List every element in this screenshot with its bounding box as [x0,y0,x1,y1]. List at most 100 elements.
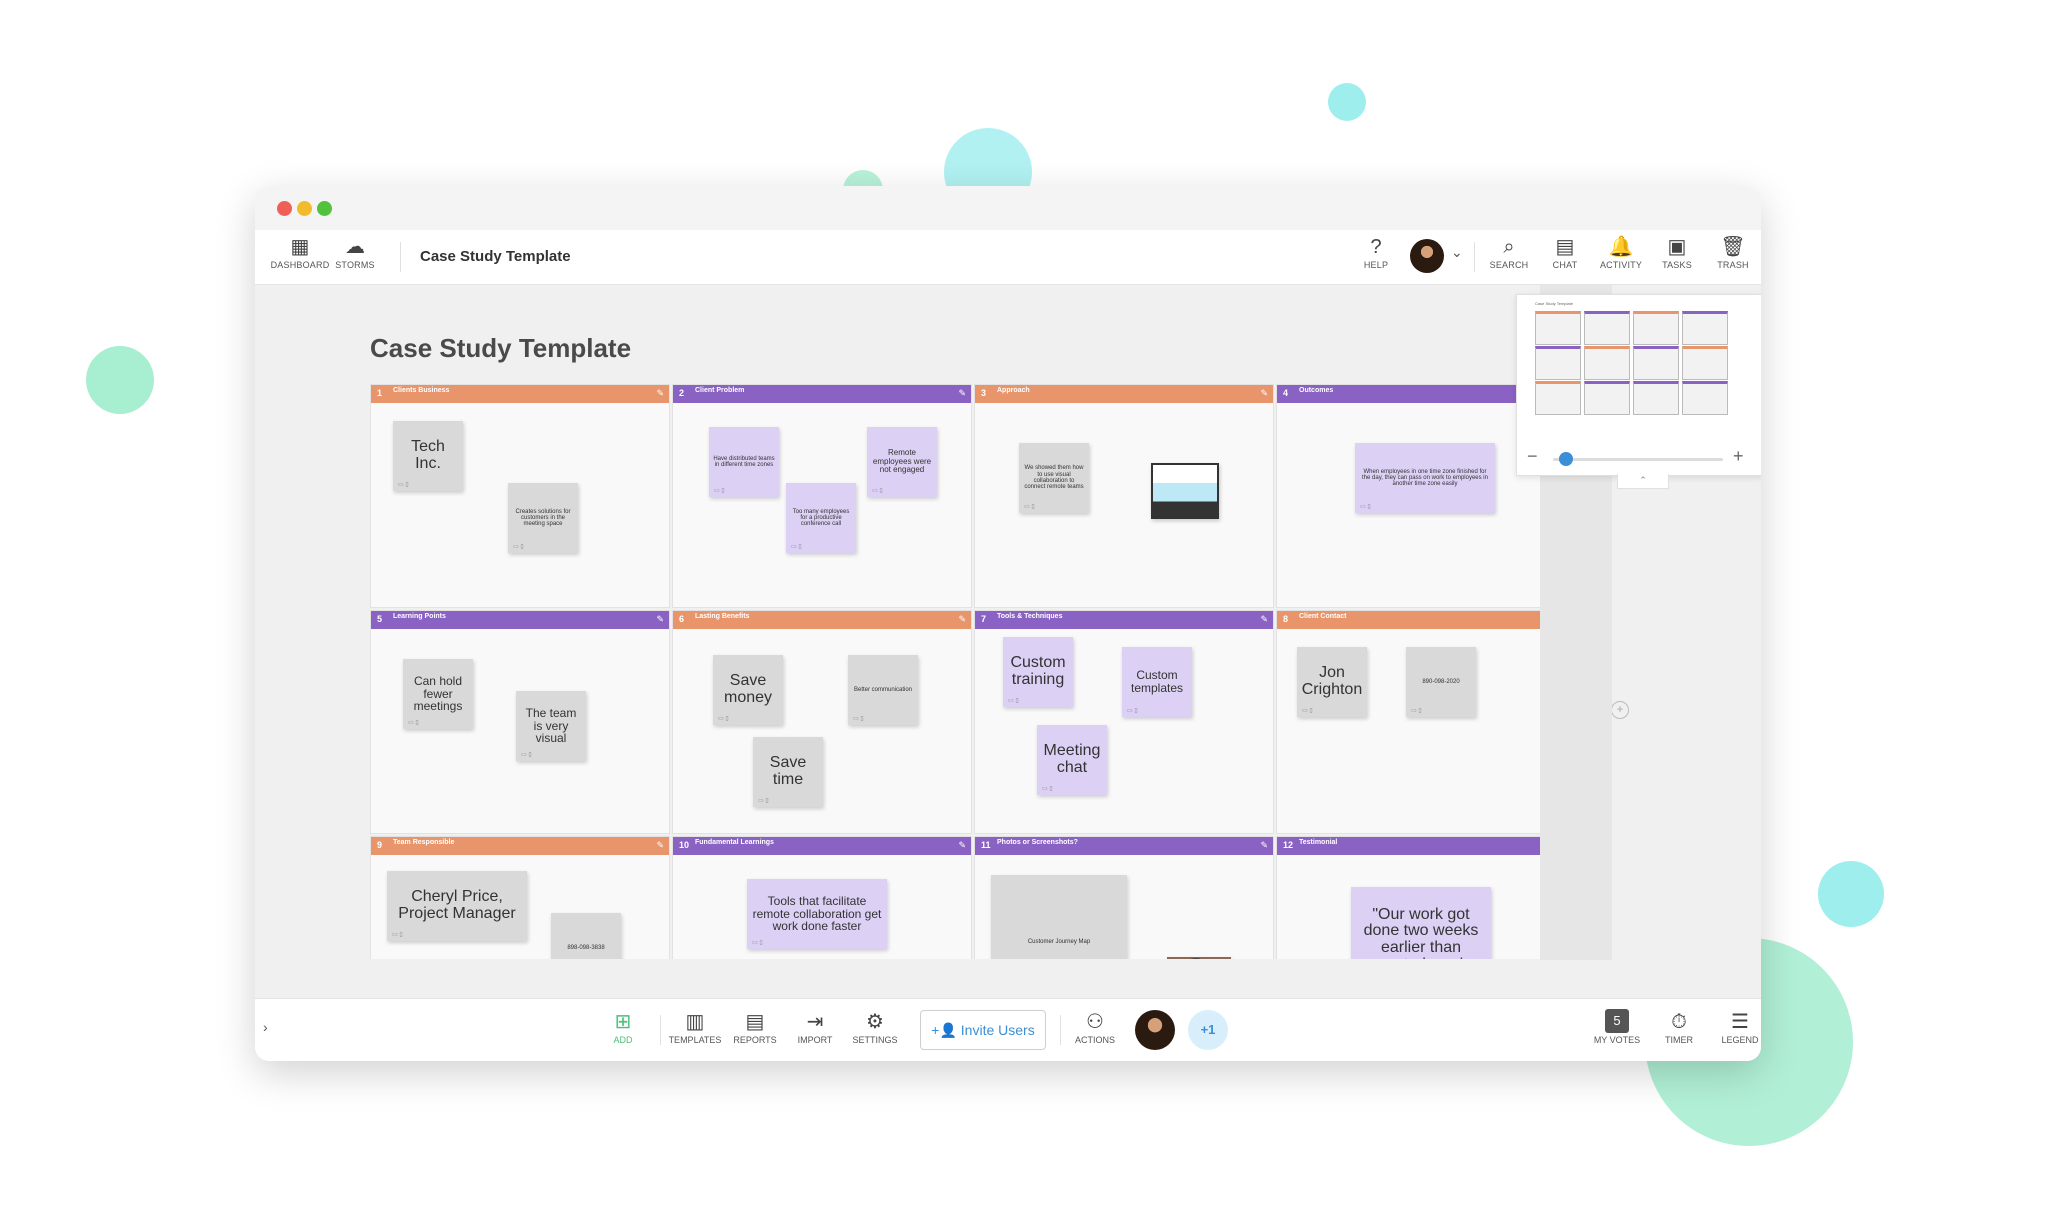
edit-icon[interactable]: ✎ [1260,614,1268,624]
import-button[interactable]: ⇥ IMPORT [785,1009,845,1055]
comment-icon[interactable]: ▭ ▯ [1127,707,1138,714]
comment-icon[interactable]: ▭ ▯ [718,715,729,722]
sticky-note[interactable]: Tools that facilitate remote collaborati… [747,879,887,949]
zoom-slider-track[interactable] [1553,458,1723,461]
sticky-note[interactable]: Custom training▭ ▯ [1003,637,1073,707]
section-number: 6 [679,614,685,624]
zoom-out-icon[interactable]: − [1527,446,1538,466]
sticky-note[interactable]: Meeting chat▭ ▯ [1037,725,1107,795]
sticky-note[interactable]: 890-098-2020▭ ▯ [1406,647,1476,717]
sticky-note[interactable]: The team is very visual▭ ▯ [516,691,586,761]
sticky-note[interactable]: Too many employees for a productive conf… [786,483,856,553]
sticky-note[interactable]: Save money▭ ▯ [713,655,783,725]
zoom-slider-handle[interactable] [1559,452,1573,466]
legend-button[interactable]: ☰ LEGEND [1710,1009,1761,1055]
sticky-note[interactable]: Save time▭ ▯ [753,737,823,807]
dashboard-button[interactable]: ▦ DASHBOARD [270,236,330,270]
zoom-in-icon[interactable]: + [1733,446,1744,466]
comment-icon[interactable]: ▭ ▯ [1024,503,1035,510]
help-button[interactable]: ? HELP [1346,234,1406,280]
comment-icon[interactable]: ▭ ▯ [398,481,409,488]
comment-icon[interactable]: ▭ ▯ [714,487,725,494]
comment-icon[interactable]: ▭ ▯ [1008,697,1019,704]
search-button[interactable]: ⌕ SEARCH [1479,234,1539,280]
sticky-note[interactable]: Remote employees were not engaged▭ ▯ [867,427,937,497]
chat-button[interactable]: ▤ CHAT [1535,234,1595,280]
comment-icon[interactable]: ▭ ▯ [1360,503,1371,510]
edit-icon[interactable]: ✎ [656,840,664,850]
minimize-window-button[interactable] [297,201,312,216]
comment-icon[interactable]: ▭ ▯ [408,719,419,726]
comment-icon[interactable]: ▭ ▯ [1302,707,1313,714]
sticky-note[interactable]: Jon Crighton▭ ▯ [1297,647,1367,717]
comment-icon[interactable]: ▭ ▯ [1411,707,1422,714]
edit-icon[interactable]: ✎ [1260,388,1268,398]
sticky-note[interactable]: We showed them how to use visual collabo… [1019,443,1089,513]
comment-icon[interactable]: ▭ ▯ [791,543,802,550]
sticky-note[interactable]: Tech Inc.▭ ▯ [393,421,463,491]
invite-users-button[interactable]: +👤 Invite Users [920,1010,1046,1050]
storms-button[interactable]: ☁ STORMS [325,234,385,280]
edit-icon[interactable]: ✎ [958,614,966,624]
sticky-note[interactable]: 898-098-3838▭ ▯ [551,913,621,959]
sticky-note[interactable]: Have distributed teams in different time… [709,427,779,497]
comment-icon[interactable]: ▭ ▯ [513,543,524,550]
edit-icon[interactable]: ✎ [1260,840,1268,850]
sticky-note[interactable]: Custom templates▭ ▯ [1122,647,1192,717]
edit-icon[interactable]: ✎ [656,388,664,398]
more-users-badge[interactable]: +1 [1188,1010,1228,1050]
comment-icon[interactable]: ▭ ▯ [758,797,769,804]
add-button[interactable]: ⊞ ADD [593,1009,653,1055]
user-avatar[interactable] [1410,239,1444,273]
sticky-note[interactable]: Cheryl Price, Project Manager▭ ▯ [387,871,527,941]
close-window-button[interactable] [277,201,292,216]
edit-icon[interactable]: ✎ [656,614,664,624]
timer-button[interactable]: ⏱ TIMER [1649,1009,1709,1055]
image-thumbnail[interactable] [1151,463,1219,519]
sticky-note[interactable]: Can hold fewer meetings▭ ▯ [403,659,473,729]
comment-icon[interactable]: ▭ ▯ [1042,785,1053,792]
trash-button[interactable]: 🗑 TRASH [1703,234,1761,280]
settings-button[interactable]: ⚙ SETTINGS [845,1009,905,1055]
add-section-icon[interactable]: + [1611,701,1629,719]
minimap-tile [1682,381,1728,415]
edit-icon[interactable]: ✎ [958,840,966,850]
maximize-window-button[interactable] [317,201,332,216]
sticky-note[interactable]: Customer Journey Map▭ ▯ [991,875,1127,959]
sticky-note[interactable]: Creates solutions for customers in the m… [508,483,578,553]
comment-icon[interactable]: ▭ ▯ [872,487,883,494]
sticky-note[interactable]: Better communication▭ ▯ [848,655,918,725]
actions-button[interactable]: ⚇ ACTIONS [1065,1009,1125,1055]
comment-icon[interactable]: ▭ ▯ [853,715,864,722]
comment-icon[interactable]: ▭ ▯ [521,751,532,758]
edit-icon[interactable]: ✎ [958,388,966,398]
chevron-down-icon[interactable]: ⌄ [1451,244,1463,260]
sticky-note[interactable]: When employees in one time zone finished… [1355,443,1495,513]
minimap-collapse-tab[interactable]: ⌃ [1617,474,1669,489]
comment-icon[interactable]: ▭ ▯ [752,939,763,946]
section-name: Fundamental Learnings [695,839,774,846]
my-votes-button[interactable]: 5 MY VOTES [1587,1009,1647,1055]
tasks-button[interactable]: ▣ TASKS [1647,234,1707,280]
reports-button[interactable]: ▤ REPORTS [725,1009,785,1055]
collaborator-avatar[interactable] [1135,1010,1175,1050]
sticky-note[interactable]: "Our work got done two weeks earlier tha… [1351,887,1491,959]
activity-button[interactable]: 🔔 ACTIVITY [1591,234,1651,280]
expand-sidebar-icon[interactable]: › [263,1019,268,1035]
templates-button[interactable]: ▥ TEMPLATES [665,1009,725,1055]
photo-thumbnail[interactable] [1167,957,1231,959]
minimap-panel[interactable]: Case Study Template − + [1516,294,1761,476]
comment-icon[interactable]: ▭ ▯ [392,931,403,938]
